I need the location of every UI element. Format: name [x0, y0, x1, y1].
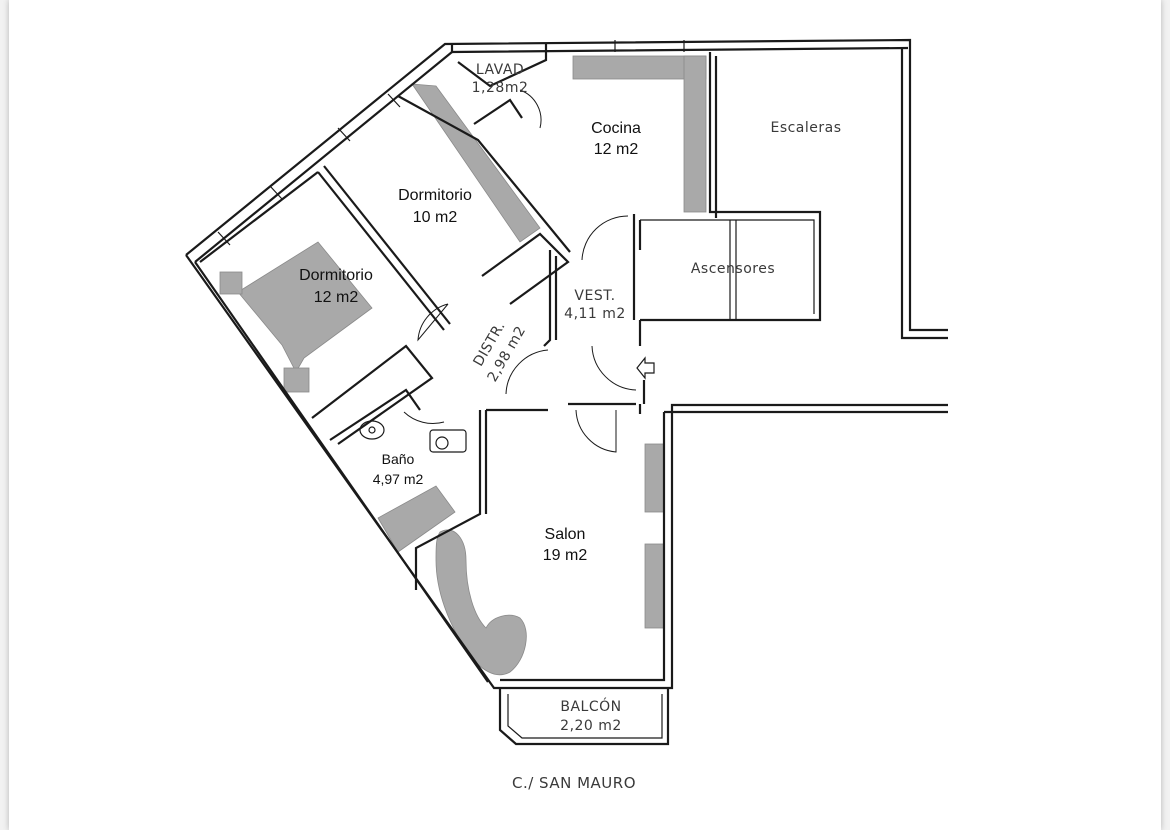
plan-sheet [9, 0, 1161, 830]
dormitorio-10-name: Dormitorio [398, 187, 472, 204]
lavad-area: 1,28m2 [472, 80, 529, 96]
sofa [435, 529, 527, 676]
cocina-area: 12 m2 [594, 141, 639, 158]
salon-area: 19 m2 [543, 547, 588, 564]
salon-name: Salon [545, 526, 586, 543]
street-label: C./ SAN MAURO [512, 774, 636, 792]
wardrobe-dormitorio-10 [411, 83, 541, 243]
escaleras-name: Escaleras [770, 120, 841, 136]
vest-area: 4,11 m2 [564, 306, 626, 322]
dormitorio-10-area: 10 m2 [413, 209, 458, 226]
bed-dormitorio-12 [219, 241, 373, 393]
dormitorio-12-name: Dormitorio [299, 267, 373, 284]
bano-area: 4,97 m2 [373, 471, 424, 487]
dormitorio-12-area: 12 m2 [314, 289, 359, 306]
balcon-area: 2,20 m2 [560, 718, 622, 734]
ascensores-name: Ascensores [691, 261, 775, 277]
bath-fixtures [359, 420, 467, 453]
vest-name: VEST. [574, 288, 615, 304]
interior-walls [199, 44, 822, 746]
bathtub [377, 485, 456, 553]
door-swings [403, 89, 637, 453]
balcon-name: BALCÓN [560, 697, 621, 715]
distr-label: DISTR. 2,98 m2 [470, 319, 529, 385]
cocina-name: Cocina [591, 120, 641, 137]
salon-shelves [644, 443, 665, 629]
kitchen-counter [572, 55, 707, 213]
bano-name: Baño [382, 451, 415, 467]
entrance-arrow-icon [636, 356, 655, 380]
exterior-walls [185, 38, 948, 690]
lavad-name: LAVAD [476, 62, 524, 78]
